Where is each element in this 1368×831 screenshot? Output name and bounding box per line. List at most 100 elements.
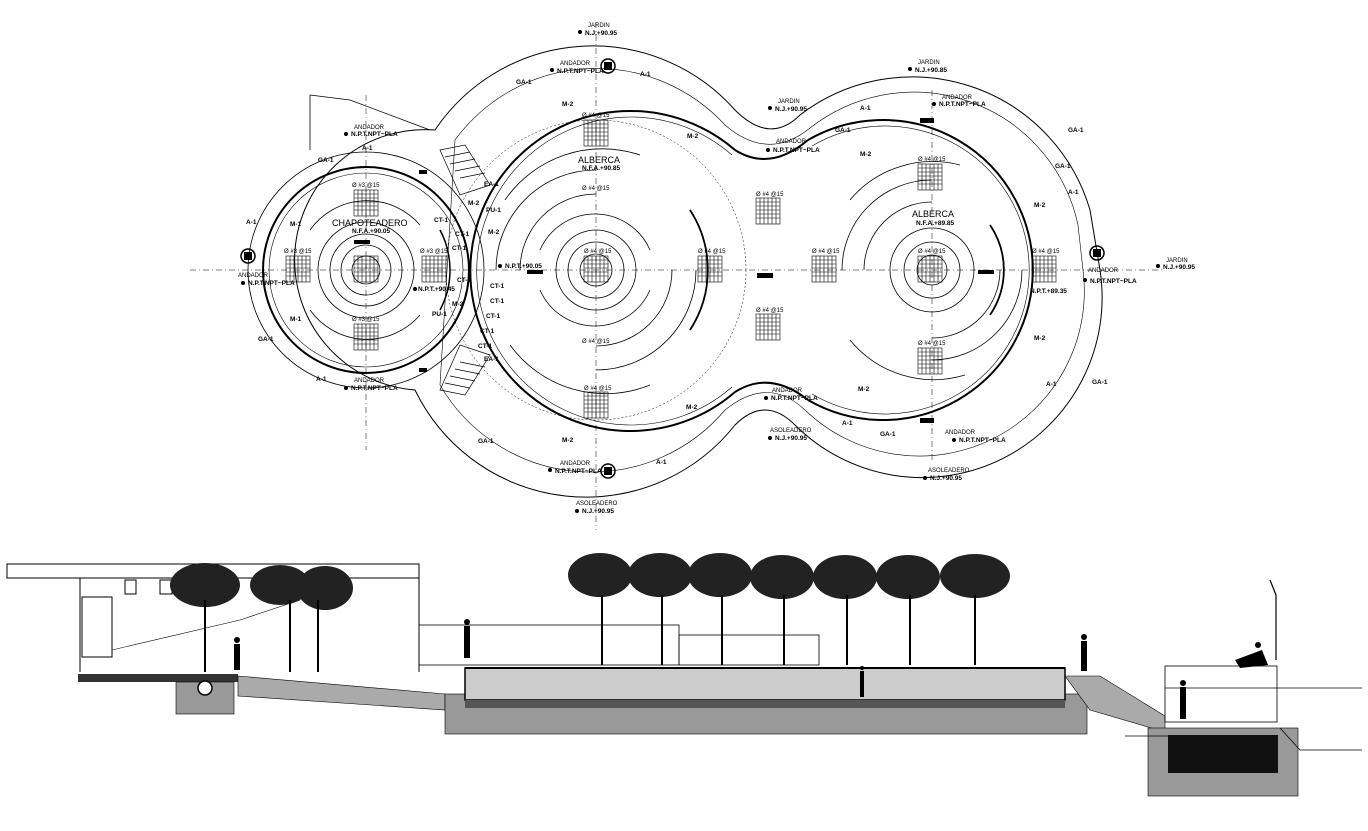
plan-view: Ø #4 @15 Ø #4 @15 Ø #4 @15 Ø #4 @15 Ø #4… (190, 22, 1195, 530)
ground-section (78, 667, 1362, 797)
grate-label: Ø #3 @15 (284, 249, 312, 255)
grate-label: Ø #4 @15 (582, 113, 610, 119)
section-view (6, 553, 1362, 797)
svg-text:N.J.+90.95: N.J.+90.95 (1163, 264, 1195, 271)
tag: M-1 (290, 221, 302, 228)
grate (917, 255, 943, 283)
npt-levels: N.P.T.+90.05 N.P.T.+90.45 N.P.T.+89.35 (413, 263, 1067, 295)
grate-label: Ø #3 @15 (352, 317, 380, 323)
tag: GA-1 (516, 79, 532, 86)
tag: GA-1 (1092, 379, 1108, 386)
tag: A-1 (1068, 189, 1079, 196)
tag: A-1 (1046, 381, 1057, 388)
grate (1031, 255, 1057, 283)
grate-label: Ø #4 @15 (584, 249, 612, 255)
grate (583, 119, 609, 147)
tag: GA-1 (1068, 127, 1084, 134)
svg-text:N.P.T.NPT~PLA: N.P.T.NPT~PLA (351, 131, 398, 138)
tag: M-2 (488, 229, 500, 236)
grate (353, 323, 379, 351)
tag: CT-1 (452, 245, 466, 252)
tag: A-1 (640, 71, 651, 78)
tag: M-2 (1034, 202, 1046, 209)
tag: CT-1 (455, 231, 469, 238)
svg-text:JARDIN: JARDIN (918, 60, 940, 66)
svg-text:N.P.T.NPT~PLA: N.P.T.NPT~PLA (557, 68, 604, 75)
svg-text:N.J.+90.95: N.J.+90.95 (775, 435, 807, 442)
axis-lines (190, 22, 1165, 530)
pool-right-shell (734, 119, 1034, 421)
pool-left-shell (445, 110, 747, 432)
tag: CT-1 (480, 328, 494, 335)
svg-text:ANDADOR: ANDADOR (560, 61, 591, 67)
pool-left-title: ALBERCA (578, 155, 620, 165)
grate-label: Ø #4 @15 (918, 341, 946, 347)
grate-label: Ø #4 @15 (584, 386, 612, 392)
svg-text:ANDADOR: ANDADOR (772, 388, 803, 394)
svg-text:N.J.+90.95: N.J.+90.95 (775, 106, 807, 113)
grate (755, 197, 781, 225)
tag: M-2 (468, 200, 480, 207)
grate-label: Ø #4 @15 (1032, 249, 1060, 255)
tag: CT-1 (490, 283, 504, 290)
tag: A-1 (656, 459, 667, 466)
svg-text:ANDADOR: ANDADOR (560, 461, 591, 467)
svg-text:ANDADOR: ANDADOR (776, 139, 807, 145)
tag: M-2 (860, 151, 872, 158)
grate-label: Ø #4 @15 (918, 157, 946, 163)
svg-text:N.P.T.NPT~PLA: N.P.T.NPT~PLA (248, 280, 295, 287)
tag: GA-1 (835, 127, 851, 134)
grate (285, 255, 311, 283)
grate (811, 255, 837, 283)
grate (583, 255, 609, 283)
pool-right-arcs (841, 161, 1023, 381)
wading-pool-level: N.F.A.+90.05 (352, 228, 391, 235)
tag: M-2 (858, 386, 870, 393)
grate-label: Ø #3 @15 (420, 249, 448, 255)
svg-text:N.J.+90.95: N.J.+90.95 (585, 30, 617, 37)
tag: GA-1 (478, 438, 494, 445)
pool-house (1125, 579, 1362, 737)
tag: M-2 (1034, 335, 1046, 342)
stairs-bottom (439, 344, 491, 396)
tag: M-2 (687, 133, 699, 140)
grate (353, 189, 379, 217)
svg-text:N.P.T.NPT~PLA: N.P.T.NPT~PLA (351, 385, 398, 392)
tag: A-1 (860, 105, 871, 112)
tag: PU-1 (432, 311, 447, 318)
grate (421, 255, 447, 283)
svg-text:JARDIN: JARDIN (1166, 258, 1188, 264)
tag: A-1 (362, 145, 373, 152)
svg-text:N.P.T.NPT~PLA: N.P.T.NPT~PLA (773, 147, 820, 154)
element-tags: GA-1 GA-1 GA-1 GA-1 GA-1 GA-1 GA-1 GA-1 … (246, 71, 1108, 466)
pool-right-title: ALBERCA (912, 209, 954, 219)
tag: M-1 (290, 316, 302, 323)
grate-label: Ø #4 @15 (918, 249, 946, 255)
tag: M-2 (452, 301, 464, 308)
drain-grates (285, 119, 1057, 419)
tag: A-1 (842, 420, 853, 427)
grate (697, 255, 723, 283)
svg-text:N.P.T.NPT~PLA: N.P.T.NPT~PLA (939, 101, 986, 108)
trees-row (568, 553, 1010, 665)
grate (583, 391, 609, 419)
tag: A-1 (316, 376, 327, 383)
svg-text:ANDADOR: ANDADOR (354, 378, 385, 384)
svg-text:ASOLEADERO: ASOLEADERO (928, 468, 970, 474)
grate-label: Ø #4 @15 (582, 339, 610, 345)
svg-text:N.P.T.NPT~PLA: N.P.T.NPT~PLA (959, 437, 1006, 444)
svg-text:N.J.+90.95: N.J.+90.95 (582, 508, 614, 515)
tag: M-2 (562, 101, 574, 108)
